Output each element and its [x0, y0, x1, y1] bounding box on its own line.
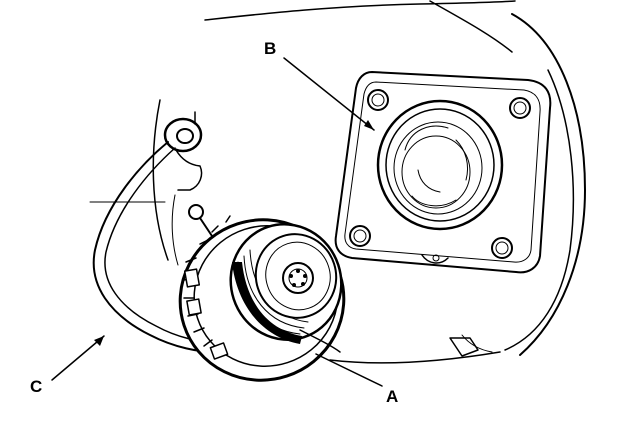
filler-neck-flange — [334, 71, 552, 274]
leader-lines — [51, 57, 383, 387]
callout-label-c: C — [30, 377, 42, 396]
leader-line-b — [283, 57, 375, 131]
callout-label-a: A — [386, 387, 398, 406]
leader-line-c — [51, 335, 105, 381]
leader-arrow-c — [94, 336, 104, 346]
leader-arrow-b — [364, 120, 374, 130]
fuel-cap-tether — [89, 111, 216, 353]
leader-line-a — [315, 353, 383, 387]
fuel-fill-cap — [178, 204, 346, 382]
callout-label-b: B — [264, 39, 276, 58]
body-panel — [152, 0, 586, 364]
